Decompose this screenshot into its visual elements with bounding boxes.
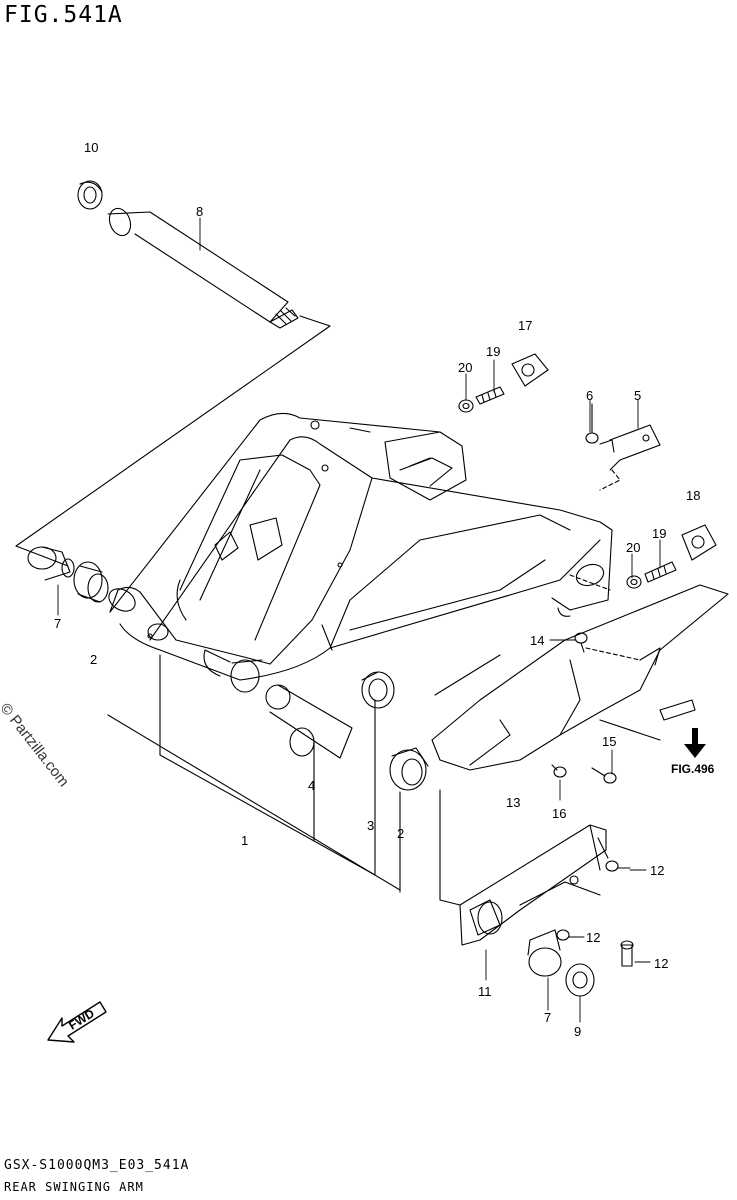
part-14-bolt[interactable] <box>574 632 588 653</box>
callout-2-left[interactable]: 2 <box>90 652 97 667</box>
part-10-seal[interactable] <box>77 180 103 210</box>
leader-line <box>15 315 331 567</box>
callout-20-lower[interactable]: 20 <box>626 540 640 555</box>
leader-line <box>159 754 376 876</box>
part-9-nut[interactable] <box>565 963 595 997</box>
callout-11[interactable]: 11 <box>478 984 492 999</box>
down-arrow-icon <box>684 728 706 758</box>
callout-9[interactable]: 9 <box>574 1024 581 1039</box>
callout-20-upper[interactable]: 20 <box>458 360 472 375</box>
callout-19-upper[interactable]: 19 <box>486 344 500 359</box>
leader-line <box>439 789 461 906</box>
leader-line <box>585 647 641 661</box>
diagram-code: GSX-S1000QM3_E03_541A <box>4 1158 190 1173</box>
part-16-bolt[interactable] <box>551 764 567 778</box>
diagram-name: REAR SWINGING ARM <box>4 1180 144 1194</box>
part-7-bushing-right[interactable] <box>527 929 562 977</box>
part-15-bolt[interactable] <box>591 767 617 784</box>
callout-16[interactable]: 16 <box>552 806 566 821</box>
callout-7-left[interactable]: 7 <box>54 616 61 631</box>
leader-line <box>599 469 621 491</box>
part-6-bolt[interactable] <box>585 403 599 444</box>
part-12-bolt-c[interactable] <box>620 940 634 967</box>
part-11-chain-buffer[interactable] <box>459 824 609 946</box>
part-3-bearing[interactable] <box>361 671 395 709</box>
figure-title: FIG.541A <box>4 2 123 28</box>
callout-10[interactable]: 10 <box>84 140 98 155</box>
part-4-spacer[interactable] <box>265 684 353 759</box>
part-1-swingarm[interactable] <box>105 412 613 693</box>
part-7-bushing-left[interactable] <box>27 546 75 581</box>
callout-12-b[interactable]: 12 <box>586 930 600 945</box>
callout-8[interactable]: 8 <box>196 204 203 219</box>
fwd-arrow-icon <box>47 1001 107 1043</box>
callout-7-right[interactable]: 7 <box>544 1010 551 1025</box>
callout-18[interactable]: 18 <box>686 488 700 503</box>
fig-reference-link[interactable]: FIG.496 <box>671 762 715 776</box>
callout-6[interactable]: 6 <box>586 388 593 403</box>
part-2-bearing-right[interactable] <box>389 747 429 791</box>
callout-15[interactable]: 15 <box>602 734 616 749</box>
part-20-nut-upper[interactable] <box>458 399 474 413</box>
part-17-cushion-upper[interactable] <box>511 353 549 387</box>
callout-19-lower[interactable]: 19 <box>652 526 666 541</box>
part-20-nut-lower[interactable] <box>626 575 642 589</box>
part-8-pivot-shaft[interactable] <box>106 205 299 329</box>
callout-5[interactable]: 5 <box>634 388 641 403</box>
washer <box>569 875 579 885</box>
callout-1[interactable]: 1 <box>241 833 248 848</box>
fwd-label: FWD <box>66 1006 97 1033</box>
callout-2-right[interactable]: 2 <box>397 826 404 841</box>
leader-line <box>434 654 501 696</box>
part-12-bolt-a[interactable] <box>605 860 631 872</box>
leader-line <box>107 654 401 893</box>
part-5-bracket[interactable] <box>599 424 661 471</box>
leader-line <box>569 574 611 591</box>
callout-4[interactable]: 4 <box>308 778 315 793</box>
part-13-chain-cover[interactable] <box>431 584 729 771</box>
part-19-bolt-lower[interactable] <box>644 561 677 583</box>
part-19-bolt-upper[interactable] <box>475 386 505 405</box>
callout-labels: 10 8 17 19 20 6 5 18 19 20 7 2 14 4 3 2 … <box>54 140 700 1039</box>
callout-14[interactable]: 14 <box>530 633 544 648</box>
callout-12-a[interactable]: 12 <box>650 863 664 878</box>
callout-13[interactable]: 13 <box>506 795 520 810</box>
callout-3[interactable]: 3 <box>367 818 374 833</box>
leader-line <box>599 719 661 741</box>
callout-12-c[interactable]: 12 <box>654 956 668 971</box>
part-18-cushion-lower[interactable] <box>681 524 717 561</box>
part-2-bearing-left[interactable] <box>73 561 109 603</box>
part-12-bracket <box>519 881 601 906</box>
callout-17[interactable]: 17 <box>518 318 532 333</box>
part-12-bolt-b[interactable] <box>556 929 579 941</box>
